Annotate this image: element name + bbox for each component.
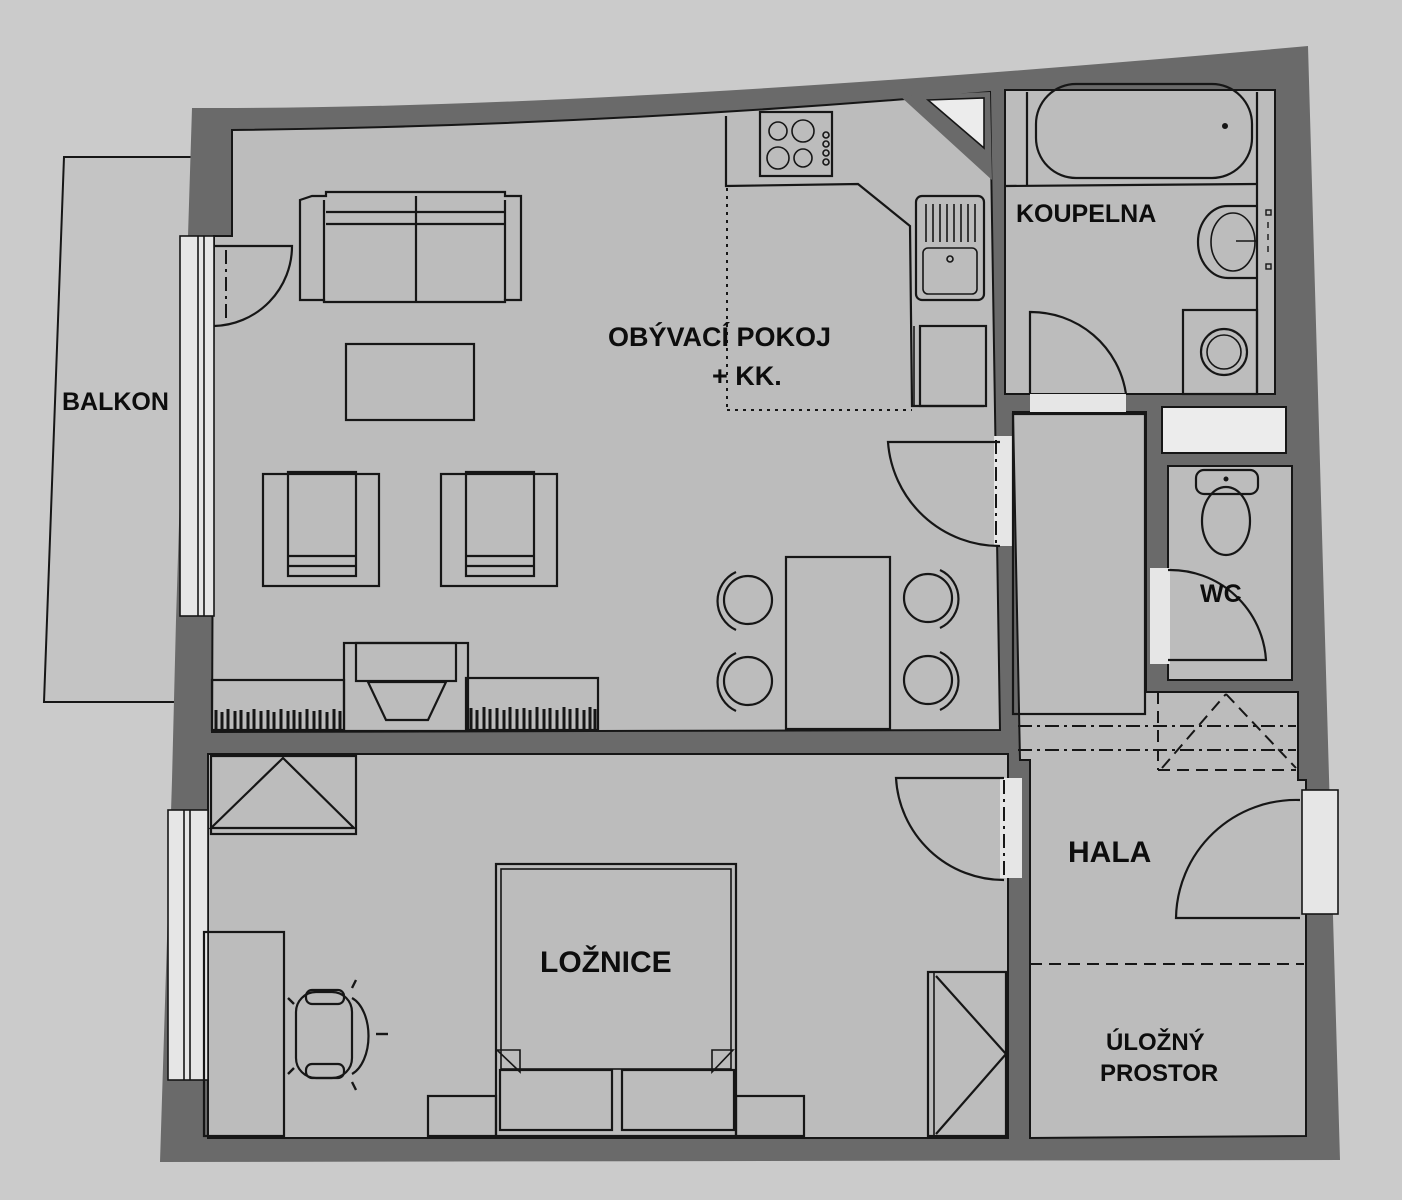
dining-chair	[902, 569, 960, 629]
coffee-table	[344, 342, 476, 422]
label-hall: HALA	[1068, 836, 1151, 869]
living-window	[179, 235, 215, 617]
bedroom-window	[167, 809, 209, 1081]
bedroom-floor	[207, 753, 1009, 1139]
cooktop	[758, 110, 834, 178]
label-bedroom: LOŽNICE	[540, 945, 672, 979]
nightstand-right	[734, 1094, 806, 1138]
double-bed	[494, 862, 738, 1138]
washbasin	[1196, 204, 1272, 280]
room-labels: BALKON OBÝVACÍ POKOJ + KK. KOUPELNA WC H…	[62, 200, 1242, 1087]
bathroom-fixtures	[1004, 82, 1272, 396]
doors	[213, 244, 1304, 965]
office-chair	[287, 979, 388, 1091]
armchair-right	[439, 470, 559, 588]
bathtub	[1034, 82, 1254, 180]
living-room-floor	[210, 90, 1002, 734]
label-bathroom: KOUPELNA	[1016, 200, 1156, 228]
label-balcony: BALKON	[62, 388, 169, 416]
wc-floor	[1167, 465, 1293, 681]
hall-wardrobe	[1011, 412, 1297, 771]
storage-niche	[1161, 406, 1287, 454]
washing-machine	[1181, 308, 1259, 396]
windows	[167, 235, 1339, 1081]
label-living-line2: + KK.	[712, 361, 782, 391]
sofa	[298, 190, 523, 304]
living-door-swing	[886, 440, 1001, 548]
wc-door-swing	[1167, 568, 1268, 662]
pillow	[498, 1068, 614, 1132]
balcony-door-swing	[213, 244, 294, 328]
bathroom-door-swing	[1028, 310, 1128, 395]
armchair-left	[261, 470, 381, 588]
bathroom-floor	[1004, 89, 1276, 395]
dining-table	[784, 555, 892, 731]
floors	[207, 89, 1307, 1140]
kitchen-cabinet	[918, 324, 988, 408]
balcony	[42, 156, 194, 703]
label-storage-line1: ÚLOŽNÝ	[1106, 1028, 1205, 1056]
bedroom-door-swing	[894, 776, 1005, 882]
dining-chair	[716, 652, 774, 712]
label-storage-line2: PROSTOR	[1100, 1060, 1218, 1087]
label-living-line1: OBÝVACÍ POKOJ	[608, 321, 831, 352]
entrance-door-swing	[1174, 798, 1301, 920]
label-wc: WC	[1200, 580, 1242, 608]
dining-chair	[716, 571, 774, 631]
entrance-opening	[1301, 789, 1339, 915]
kitchen-sink	[914, 194, 986, 302]
bedroom-wardrobe	[926, 970, 1008, 1138]
dining-chair	[902, 651, 960, 711]
tv-stand-and-shelves	[210, 641, 600, 733]
nightstand-left	[426, 1094, 498, 1138]
pillow	[620, 1068, 736, 1132]
living-room-furniture	[210, 190, 960, 733]
bedroom-furniture	[202, 754, 1008, 1138]
kitchen-corner	[900, 92, 992, 180]
desk	[202, 930, 286, 1138]
toilet	[1194, 468, 1260, 557]
kitchen	[724, 110, 988, 411]
corner-wardrobe	[208, 754, 358, 836]
